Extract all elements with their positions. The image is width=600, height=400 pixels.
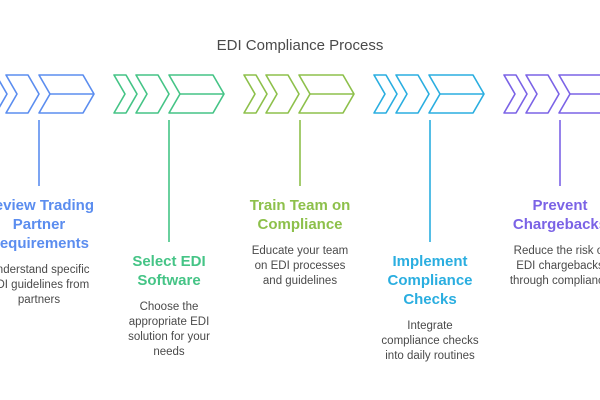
chevron-long-icon bbox=[38, 74, 95, 114]
step-2-arrow-icon bbox=[113, 74, 225, 114]
chevron-long-icon bbox=[428, 74, 485, 114]
step-title: Review TradingPartnerRequirements bbox=[0, 197, 95, 252]
chevron-medium-icon bbox=[395, 74, 430, 114]
step-4-arrow-icon bbox=[373, 74, 485, 114]
chevron-small-icon bbox=[113, 74, 138, 114]
chevron-long-icon bbox=[298, 74, 355, 114]
chevron-small-icon bbox=[243, 74, 268, 114]
chevron-medium-icon bbox=[5, 74, 40, 114]
chevron-medium-icon bbox=[135, 74, 170, 114]
step-1: Review TradingPartnerRequirementsUnderst… bbox=[0, 196, 114, 308]
chevron-small-icon bbox=[503, 74, 528, 114]
step-description: Understand specificEDI guidelines frompa… bbox=[0, 264, 90, 306]
chevron-long-icon bbox=[168, 74, 225, 114]
step-1-arrow-icon bbox=[0, 74, 95, 114]
chevron-small-icon bbox=[373, 74, 398, 114]
step-5-arrow-icon bbox=[503, 74, 600, 114]
diagram-title: EDI Compliance Process bbox=[216, 37, 384, 54]
chevron-long-icon bbox=[558, 74, 600, 114]
step-3-arrow-icon bbox=[243, 74, 355, 114]
chevron-medium-icon bbox=[525, 74, 560, 114]
chevron-small-icon bbox=[0, 80, 8, 108]
chevron-medium-icon bbox=[265, 74, 300, 114]
